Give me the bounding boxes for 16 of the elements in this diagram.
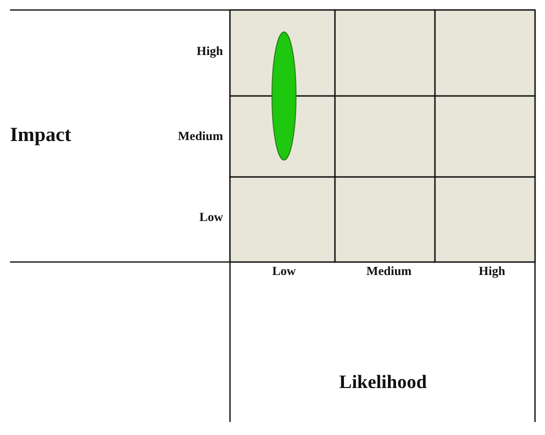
matrix-cell	[334, 95, 436, 178]
row-label: High	[196, 44, 223, 58]
column-label: Low	[272, 264, 296, 278]
axis-title: Impact	[10, 125, 72, 145]
row-label: Medium	[178, 130, 223, 142]
column-label: High	[478, 264, 506, 278]
axis-title: Likelihood	[339, 372, 427, 392]
matrix-cell	[434, 176, 536, 263]
matrix-cell	[434, 9, 536, 97]
column-label: Medium	[366, 264, 412, 278]
matrix-cell	[229, 176, 336, 263]
matrix-cell	[434, 95, 536, 178]
matrix-cell	[334, 176, 436, 263]
matrix-cell	[334, 9, 436, 97]
risk-ellipse	[272, 32, 296, 160]
row-label: Low	[199, 210, 223, 224]
